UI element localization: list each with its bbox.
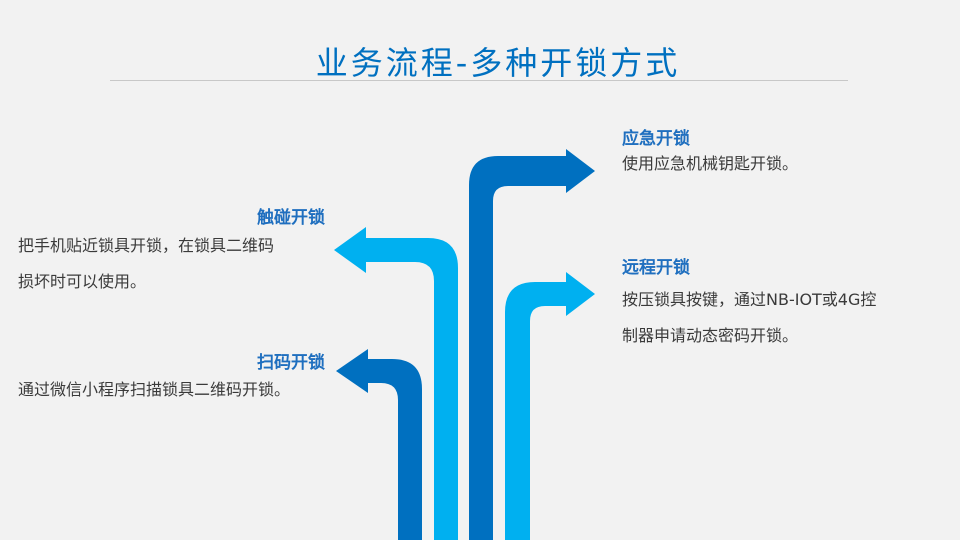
remote-unlock-description: 按压锁具按键，通过NB-IOT或4G控 制器申请动态密码开锁。 bbox=[622, 282, 942, 354]
arrow-scan-unlock bbox=[336, 349, 422, 540]
scan-unlock-heading: 扫码开锁 bbox=[257, 353, 325, 373]
remote-unlock-line-2: 制器申请动态密码开锁。 bbox=[622, 326, 799, 345]
arrow-remote-unlock bbox=[505, 272, 595, 540]
touch-unlock-line-1: 把手机贴近锁具开锁，在锁具二维码 bbox=[18, 236, 275, 255]
emergency-unlock-heading: 应急开锁 bbox=[622, 129, 690, 149]
touch-unlock-description: 把手机贴近锁具开锁，在锁具二维码 损坏时可以使用。 bbox=[18, 228, 338, 300]
remote-unlock-heading: 远程开锁 bbox=[622, 258, 690, 278]
emergency-unlock-line-1: 使用应急机械钥匙开锁。 bbox=[622, 154, 799, 173]
touch-unlock-line-2: 损坏时可以使用。 bbox=[18, 272, 147, 291]
arrow-emergency-unlock bbox=[469, 149, 595, 540]
title-divider bbox=[110, 80, 848, 81]
page-title: 业务流程-多种开锁方式 bbox=[315, 44, 681, 82]
remote-unlock-line-1: 按压锁具按键，通过NB-IOT或4G控 bbox=[622, 290, 877, 309]
emergency-unlock-description: 使用应急机械钥匙开锁。 bbox=[622, 146, 942, 182]
scan-unlock-description: 通过微信小程序扫描锁具二维码开锁。 bbox=[18, 372, 348, 408]
touch-unlock-heading: 触碰开锁 bbox=[257, 208, 325, 228]
title-area: 业务流程-多种开锁方式 bbox=[0, 0, 960, 90]
arrow-touch-unlock bbox=[334, 227, 458, 540]
scan-unlock-line-1: 通过微信小程序扫描锁具二维码开锁。 bbox=[18, 380, 291, 399]
